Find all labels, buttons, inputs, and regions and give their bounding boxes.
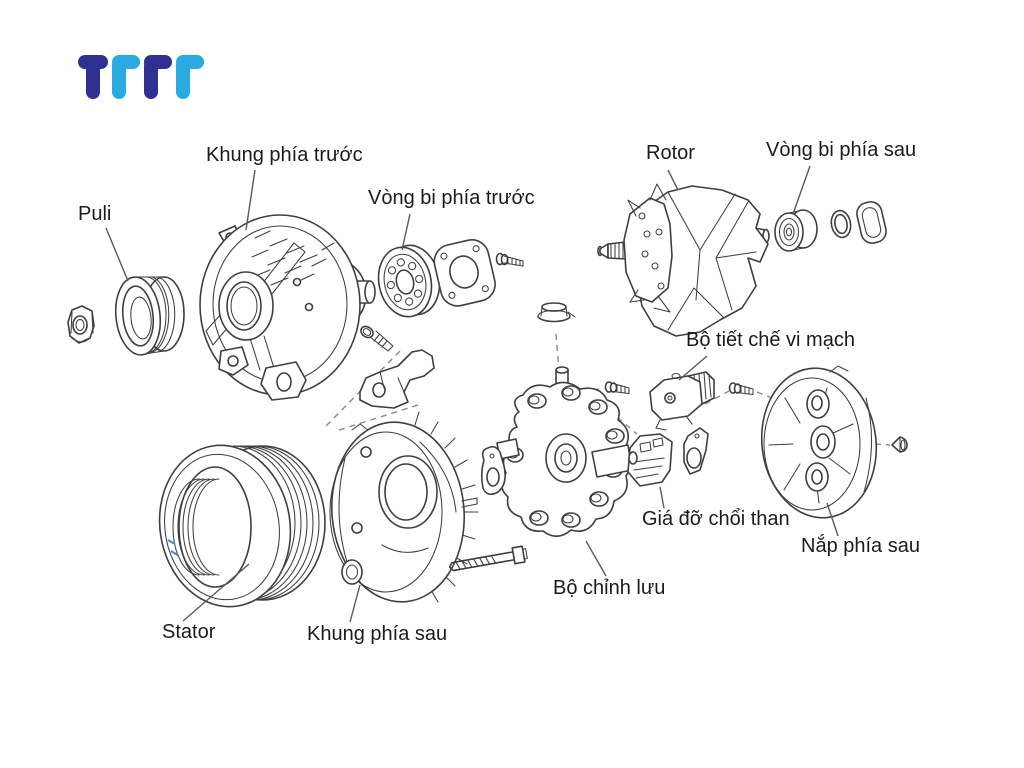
logo-glyph-3 (144, 55, 172, 99)
rotor-drawing (597, 183, 770, 337)
adjust-bolt-drawing (360, 325, 394, 352)
label-nap-phia-sau: Nắp phía sau (801, 535, 920, 557)
bracket-drawing (359, 349, 435, 409)
terminal-insulator-drawing (856, 201, 887, 244)
front-screw-drawing (495, 252, 524, 267)
label-vong-bi-phia-truoc: Vòng bi phía trước (368, 187, 535, 209)
stator-drawing (158, 444, 326, 608)
label-leader-lines (105, 165, 839, 623)
brush-holder-drawing (627, 433, 673, 487)
label-khung-phia-sau: Khung phía sau (307, 623, 448, 645)
logo-glyph-4 (176, 55, 204, 99)
rear-bearing-drawing (774, 209, 818, 252)
label-bo-tiet-che-vi-mach: Bộ tiết chế vi mạch (686, 329, 855, 351)
bearing-retainer-plate-drawing (433, 239, 496, 307)
label-rotor: Rotor (646, 142, 695, 164)
rear-cover-drawing (760, 365, 878, 519)
regulator-screw-drawing (604, 381, 630, 395)
logo (78, 55, 204, 99)
label-vong-bi-phia-sau: Vòng bi phía sau (766, 139, 917, 161)
label-stator: Stator (162, 621, 216, 643)
slip-ring-cap-drawing (537, 302, 576, 323)
front-bearing-drawing (377, 244, 441, 318)
front-frame-drawing (199, 214, 376, 401)
regulator-screw-drawing-2 (728, 382, 754, 396)
logo-glyph-2 (112, 55, 140, 99)
pulley-drawing (114, 276, 185, 356)
brush-gasket-drawing (683, 427, 709, 475)
rectifier-drawing (496, 366, 633, 538)
label-khung-phia-truoc: Khung phía trước (206, 144, 363, 166)
washer-ring-drawing (830, 209, 852, 239)
label-gia-do-choi-than: Giá đỡ chổi than (642, 508, 790, 530)
ic-regulator-drawing (649, 371, 715, 431)
pulley-nut-drawing (67, 305, 95, 344)
rectifier-gasket-drawing (480, 445, 506, 496)
terminal-nut-drawing (891, 436, 908, 453)
rear-frame-drawing (329, 411, 479, 603)
label-puli: Puli (78, 203, 112, 225)
logo-glyph-1 (78, 55, 108, 99)
blue-mark (167, 539, 180, 557)
through-bolt-drawing (448, 545, 528, 572)
label-bo-chinh-luu: Bộ chỉnh lưu (553, 577, 666, 599)
